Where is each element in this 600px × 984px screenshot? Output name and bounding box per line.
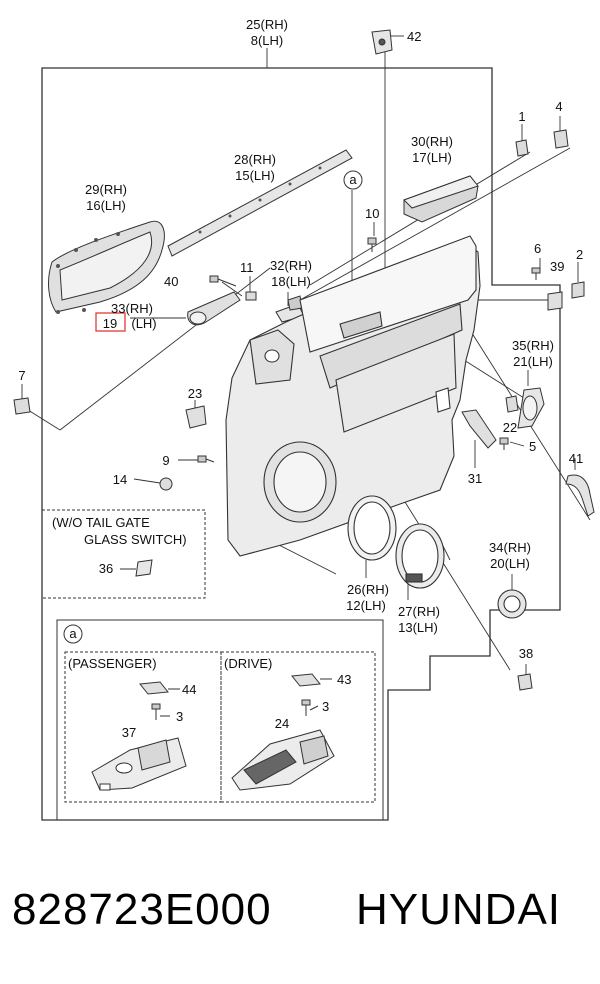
label-7: 7 <box>18 368 25 383</box>
part-14-clip <box>159 477 173 491</box>
part-44-pad <box>139 681 180 695</box>
part-35-grille <box>517 387 545 429</box>
label-39: 39 <box>550 259 564 274</box>
part-number: 828723E000 <box>12 885 272 934</box>
part-1-clip <box>515 139 529 157</box>
label-21: 21(LH) <box>513 354 553 369</box>
footer: 828723E000 HYUNDAI <box>0 880 600 950</box>
label-18: 18(LH) <box>271 274 311 289</box>
brand-name: HYUNDAI <box>356 885 562 934</box>
part-5-screw <box>499 437 509 450</box>
label-6: 6 <box>534 241 541 256</box>
label-10: 10 <box>365 206 379 221</box>
detail-marker-a: a <box>69 626 77 641</box>
label-5: 5 <box>529 439 536 454</box>
part-38-plug <box>517 673 533 691</box>
label-23: 23 <box>188 386 202 401</box>
label-43: 43 <box>337 672 351 687</box>
part-41-trim <box>565 474 595 517</box>
part-36-cap <box>120 559 153 577</box>
passenger-label: (PASSENGER) <box>68 656 157 671</box>
label-44: 44 <box>182 682 196 697</box>
callout-marker-a: a <box>343 170 363 190</box>
label-40: 40 <box>164 274 178 289</box>
label-14: 14 <box>113 472 127 487</box>
label-3-drive: 3 <box>322 699 329 714</box>
label-19: 19 <box>103 316 117 331</box>
part-33-handle <box>187 291 241 326</box>
label-13: 13(LH) <box>398 620 438 635</box>
main-outline <box>41 67 561 821</box>
label-28: 28(RH) <box>234 152 276 167</box>
part-42-clip <box>371 29 393 55</box>
part-10-screw <box>367 237 377 252</box>
drive-box <box>220 651 376 803</box>
part-3-screw-passenger <box>151 703 170 720</box>
label-17: 17(LH) <box>412 150 452 165</box>
part-11-clip <box>245 291 257 301</box>
part-3-screw-drive <box>301 699 319 716</box>
part-29-upper-trim <box>48 220 165 314</box>
label-27: 27(RH) <box>398 604 440 619</box>
label-38: 38 <box>519 646 533 661</box>
part-6-screw <box>531 267 541 280</box>
label-31: 31 <box>468 471 482 486</box>
part-7-clip <box>13 397 31 415</box>
part-43-pad <box>291 673 332 687</box>
note-line-2: GLASS SWITCH) <box>84 532 187 547</box>
drive-label: (DRIVE) <box>224 656 272 671</box>
label-35: 35(RH) <box>512 338 554 353</box>
part-30-cover <box>403 175 479 223</box>
marker-a-text: a <box>349 172 357 187</box>
label-11: 11 <box>240 260 254 275</box>
label-20: 20(LH) <box>490 556 530 571</box>
part-27-speaker-grille <box>395 523 445 589</box>
label-19-lh: (LH) <box>131 316 156 331</box>
detail-box <box>56 619 384 821</box>
note-box <box>41 509 206 599</box>
label-37: 37 <box>122 725 136 740</box>
part-40-screw <box>209 275 237 287</box>
part-34-tweeter <box>497 589 527 619</box>
callout-labels: 25(RH) 8(LH) 42 1 4 30(RH) 17(LH) 28(RH)… <box>18 17 583 740</box>
label-41: 41 <box>569 451 583 466</box>
label-15: 15(LH) <box>235 168 275 183</box>
label-29: 29(RH) <box>85 182 127 197</box>
label-8: 8(LH) <box>251 33 284 48</box>
label-9: 9 <box>162 453 169 468</box>
label-1: 1 <box>518 109 525 124</box>
label-26: 26(RH) <box>347 582 389 597</box>
label-34: 34(RH) <box>489 540 531 555</box>
part-26-speaker-ring <box>347 495 397 561</box>
label-25: 25(RH) <box>246 17 288 32</box>
part-37-passenger-switch <box>91 737 187 791</box>
part-22-clip <box>505 395 519 413</box>
label-30: 30(RH) <box>411 134 453 149</box>
part-31-bracket <box>461 409 497 449</box>
part-2-clip <box>571 281 585 299</box>
label-2: 2 <box>576 247 583 262</box>
part-4-clip <box>553 129 569 149</box>
label-36: 36 <box>99 561 113 576</box>
label-12: 12(LH) <box>346 598 386 613</box>
label-33: 33(RH) <box>111 301 153 316</box>
label-22: 22 <box>503 420 517 435</box>
highlight-19 <box>95 312 126 332</box>
part-24-drive-switch <box>231 729 335 791</box>
label-4: 4 <box>555 99 562 114</box>
note-line-1: (W/O TAIL GATE <box>52 515 150 530</box>
label-24: 24 <box>275 716 289 731</box>
part-9-screw <box>197 455 215 463</box>
part-23-clip <box>185 405 207 429</box>
part-39-bracket <box>547 291 563 311</box>
part-28-weatherstrip <box>167 149 353 257</box>
label-32: 32(RH) <box>270 258 312 273</box>
label-3-passenger: 3 <box>176 709 183 724</box>
label-16: 16(LH) <box>86 198 126 213</box>
part-25-door-panel <box>225 235 481 557</box>
label-42: 42 <box>407 29 421 44</box>
